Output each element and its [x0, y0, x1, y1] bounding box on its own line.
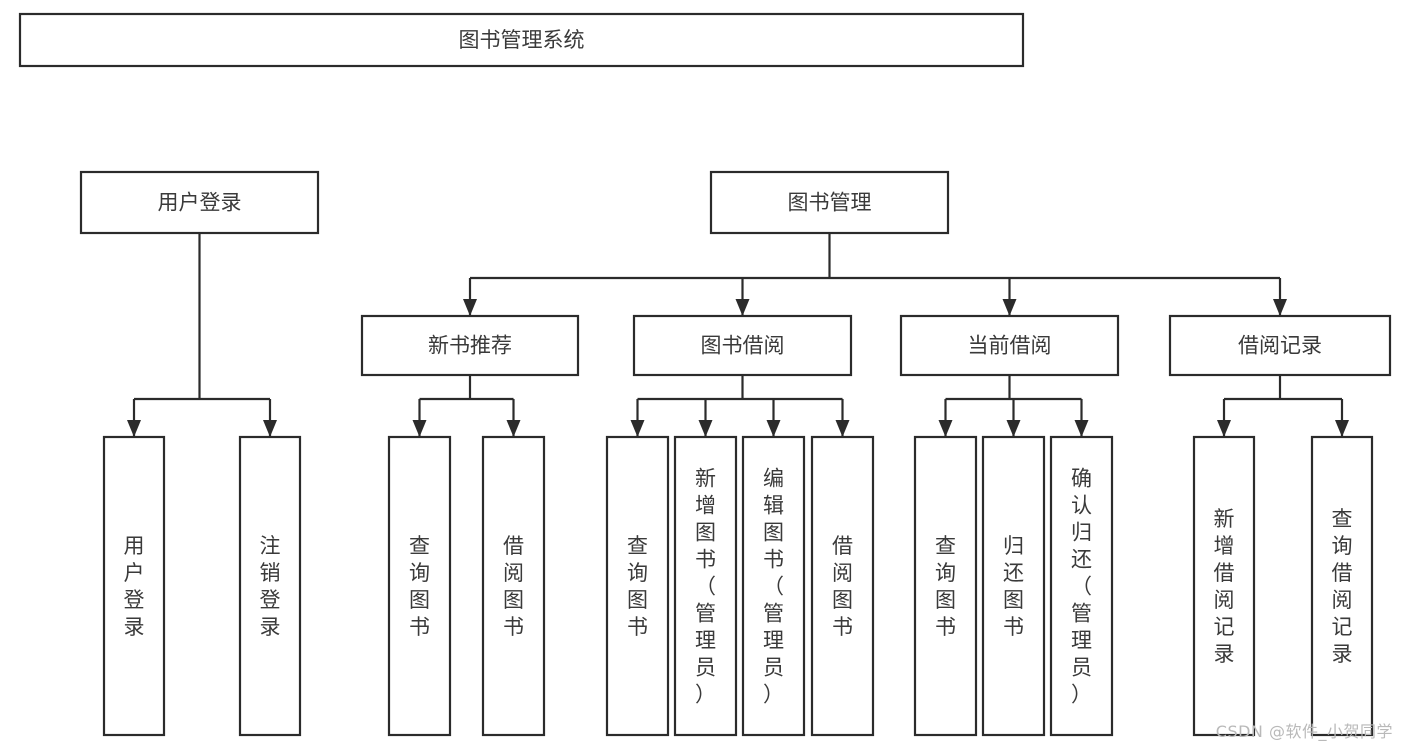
node-leaf-query-book-current[interactable]: 查询图书 — [913, 435, 978, 737]
node-leaf-query-book-rec[interactable]: 查询图书 — [387, 435, 452, 737]
node-box-leaf-query-borrow-record — [1310, 435, 1374, 737]
node-label-book-borrow: 图书借阅 — [701, 334, 785, 358]
node-box-borrow-record — [1168, 314, 1392, 377]
node-label-leaf-query-book-current: 查询图书 — [935, 534, 956, 639]
node-label-leaf-borrow-book: 借阅图书 — [832, 534, 853, 639]
arrow-head-icon — [630, 420, 645, 437]
node-label-leaf-query-borrow-record: 查询借阅记录 — [1332, 507, 1353, 666]
connector-group-borrow-record — [1217, 375, 1349, 437]
node-label-leaf-confirm-return-admin: 确认归还（管理员） — [1071, 467, 1092, 707]
arrow-head-icon — [506, 420, 521, 437]
node-box-leaf-edit-book-admin — [741, 435, 806, 737]
node-leaf-user-login[interactable]: 用户登录 — [102, 435, 166, 737]
node-label-borrow-record: 借阅记录 — [1238, 334, 1322, 358]
node-book-manage[interactable]: 图书管理 — [709, 170, 950, 235]
node-leaf-borrow-book-rec[interactable]: 借阅图书 — [481, 435, 546, 737]
node-label-leaf-query-book-borrow: 查询图书 — [627, 534, 648, 639]
node-leaf-add-book-admin[interactable]: 新增图书（管理员） — [673, 435, 738, 737]
node-box-book-manage — [709, 170, 950, 235]
csdn-watermark: CSDN @软件_小贺同学 — [1215, 722, 1393, 741]
node-box-leaf-user-login — [102, 435, 166, 737]
connector-group-new-book-recommend — [412, 375, 521, 437]
node-label-leaf-add-borrow-record: 新增借阅记录 — [1214, 507, 1235, 666]
connector-group-book-manage — [463, 233, 1287, 316]
arrow-head-icon — [766, 420, 781, 437]
node-label-new-book-recommend: 新书推荐 — [428, 334, 512, 358]
node-box-leaf-confirm-return-admin — [1049, 435, 1114, 737]
node-label-leaf-query-book-rec: 查询图书 — [409, 534, 430, 639]
arrow-head-icon — [1006, 420, 1021, 437]
node-leaf-query-borrow-record[interactable]: 查询借阅记录 — [1310, 435, 1374, 737]
arrow-head-icon — [938, 420, 953, 437]
node-box-leaf-query-book-borrow — [605, 435, 670, 737]
node-box-book-borrow — [632, 314, 853, 377]
arrow-head-icon — [263, 420, 277, 437]
node-leaf-return-book[interactable]: 归还图书 — [981, 435, 1046, 737]
node-label-leaf-logout-login: 注销登录 — [260, 534, 281, 639]
node-box-leaf-query-book-rec — [387, 435, 452, 737]
arrow-head-icon — [735, 299, 750, 316]
node-box-leaf-return-book — [981, 435, 1046, 737]
node-leaf-query-book-borrow[interactable]: 查询图书 — [605, 435, 670, 737]
node-layer: 图书管理系统用户登录图书管理新书推荐图书借阅当前借阅借阅记录用户登录注销登录查询… — [18, 12, 1392, 737]
node-box-new-book-recommend — [360, 314, 580, 377]
node-label-book-manage: 图书管理 — [788, 191, 872, 215]
node-label-leaf-return-book: 归还图书 — [1003, 534, 1024, 639]
node-label-current-borrow: 当前借阅 — [968, 334, 1052, 358]
arrow-head-icon — [1335, 420, 1349, 437]
arrow-head-icon — [127, 420, 141, 437]
node-box-leaf-borrow-book-rec — [481, 435, 546, 737]
connector-layer — [127, 233, 1349, 437]
node-box-root — [18, 12, 1025, 68]
node-user-login[interactable]: 用户登录 — [79, 170, 320, 235]
node-box-leaf-borrow-book — [810, 435, 875, 737]
node-label-leaf-borrow-book-rec: 借阅图书 — [503, 534, 524, 639]
connector-group-user-login — [127, 233, 277, 437]
arrow-head-icon — [1074, 420, 1089, 437]
node-box-leaf-logout-login — [238, 435, 302, 737]
node-leaf-logout-login[interactable]: 注销登录 — [238, 435, 302, 737]
connector-group-current-borrow — [938, 375, 1089, 437]
arrow-head-icon — [463, 299, 477, 316]
arrow-head-icon — [1273, 299, 1287, 316]
node-leaf-confirm-return-admin[interactable]: 确认归还（管理员） — [1049, 435, 1114, 737]
node-borrow-record[interactable]: 借阅记录 — [1168, 314, 1392, 377]
arrow-head-icon — [835, 420, 850, 437]
node-label-leaf-edit-book-admin: 编辑图书（管理员） — [763, 467, 784, 707]
node-leaf-borrow-book[interactable]: 借阅图书 — [810, 435, 875, 737]
node-label-user-login: 用户登录 — [158, 191, 242, 215]
arrow-head-icon — [412, 420, 427, 437]
node-box-current-borrow — [899, 314, 1120, 377]
node-box-user-login — [79, 170, 320, 235]
node-current-borrow[interactable]: 当前借阅 — [899, 314, 1120, 377]
node-book-borrow[interactable]: 图书借阅 — [632, 314, 853, 377]
node-box-leaf-query-book-current — [913, 435, 978, 737]
arrow-head-icon — [1217, 420, 1231, 437]
node-label-leaf-user-login: 用户登录 — [124, 534, 145, 639]
node-leaf-add-borrow-record[interactable]: 新增借阅记录 — [1192, 435, 1256, 737]
arrow-head-icon — [1002, 299, 1017, 316]
arrow-head-icon — [698, 420, 713, 437]
node-new-book-recommend[interactable]: 新书推荐 — [360, 314, 580, 377]
node-label-leaf-add-book-admin: 新增图书（管理员） — [695, 467, 716, 707]
node-root[interactable]: 图书管理系统 — [18, 12, 1025, 68]
node-leaf-edit-book-admin[interactable]: 编辑图书（管理员） — [741, 435, 806, 737]
node-box-leaf-add-borrow-record — [1192, 435, 1256, 737]
node-box-leaf-add-book-admin — [673, 435, 738, 737]
connector-group-book-borrow — [630, 375, 850, 437]
node-label-root: 图书管理系统 — [459, 28, 585, 52]
